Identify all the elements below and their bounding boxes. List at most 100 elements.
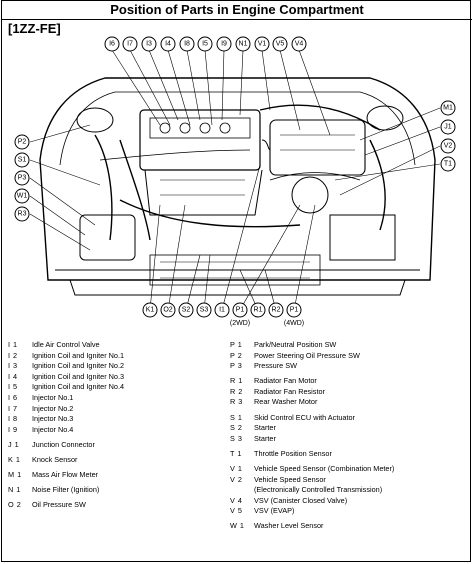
callout-i6: I6 <box>104 36 120 52</box>
svg-text:P1: P1 <box>290 307 299 314</box>
legend-code: P 3 <box>230 361 243 371</box>
engine-compartment-diagram: I6 I7 I3 I4 I8 I5 I9 N1 V1 V5 V4 P2 S1 P… <box>14 36 456 327</box>
callout-m1: M1 <box>440 100 456 116</box>
callouts-top: I6 I7 I3 I4 I8 I5 I9 N1 V1 V5 V4 <box>104 36 307 52</box>
legend-label: VSV (EVAP) <box>254 506 295 516</box>
legend-item: I 3 Ignition Coil and Igniter No.2 <box>8 361 220 372</box>
legend-item: I 1 Idle Air Control Valve <box>8 340 220 351</box>
legend-label: VSV (Canister Closed Valve) <box>254 495 348 505</box>
callout-s1: S1 <box>14 152 30 168</box>
svg-text:I1: I1 <box>219 307 225 314</box>
legend-label: Ignition Coil and Igniter No.3 <box>32 371 125 381</box>
svg-text:I8: I8 <box>184 41 190 48</box>
callout-v5: V5 <box>272 36 288 52</box>
callout-s3: S3 <box>196 302 212 318</box>
legend-code: J 1 <box>8 439 20 449</box>
legend-label: Idle Air Control Valve <box>32 340 100 349</box>
svg-text:O2: O2 <box>163 307 172 314</box>
svg-text:J1: J1 <box>444 124 452 131</box>
callout-v4: V4 <box>291 36 307 52</box>
callouts-left: P2 S1 P3 W1 R3 <box>14 134 30 222</box>
legend-label: Starter <box>254 423 276 433</box>
callout-r3: R3 <box>14 206 30 222</box>
legend-code: R 2 <box>230 386 243 396</box>
legend-code: I 1 <box>8 340 18 349</box>
svg-text:S2: S2 <box>182 307 191 314</box>
legend-code: I 6 <box>8 392 18 402</box>
legend-code: V 4 <box>230 495 243 505</box>
svg-text:I7: I7 <box>127 41 133 48</box>
legend-code: K 1 <box>8 454 21 464</box>
callout-w1: W1 <box>14 188 30 204</box>
legend-label: Noise Filter (Ignition) <box>32 485 100 495</box>
callout-t1: T1 <box>440 156 456 172</box>
svg-text:I6: I6 <box>109 41 115 48</box>
svg-text:P3: P3 <box>18 175 27 182</box>
svg-text:P1: P1 <box>236 307 245 314</box>
svg-text:I5: I5 <box>202 41 208 48</box>
legend-label: Skid Control ECU with Actuator <box>254 412 355 422</box>
svg-text:W1: W1 <box>17 193 28 200</box>
legend-item: V 4 VSV (Canister Closed Valve) <box>230 496 470 507</box>
callout-j1: J1 <box>440 119 456 135</box>
legend-code: S 2 <box>230 423 243 433</box>
legend-code: W 1 <box>230 521 245 531</box>
svg-text:I4: I4 <box>165 41 171 48</box>
legend-code: R 1 <box>230 376 243 386</box>
svg-text:V1: V1 <box>258 41 267 48</box>
legend-label: Junction Connector <box>32 439 95 449</box>
callout-r1: R1 <box>250 302 266 318</box>
legend-code: T 1 <box>230 448 242 458</box>
callout-v2: V2 <box>440 138 456 154</box>
legend-label: Power Steering Oil Pressure SW <box>254 350 360 360</box>
legend-label: Ignition Coil and Igniter No.2 <box>32 361 125 371</box>
svg-text:R1: R1 <box>254 307 263 314</box>
callout-v1: V1 <box>254 36 270 52</box>
legend-code: O 2 <box>8 500 22 510</box>
legend-label: Pressure SW <box>254 361 297 371</box>
legend-item: O 2 Oil Pressure SW <box>8 500 220 511</box>
legend-label: Vehicle Speed Sensor (Combination Meter) <box>254 463 395 473</box>
legend-label: Oil Pressure SW <box>32 500 86 510</box>
svg-text:N1: N1 <box>239 41 248 48</box>
legend-item: J 1 Junction Connector <box>8 440 220 451</box>
svg-text:R2: R2 <box>272 307 281 314</box>
callouts-right: M1 J1 V2 T1 <box>440 100 456 172</box>
legend-code: N 1 <box>8 485 21 495</box>
page-title: Position of Parts in Engine Compartment <box>110 2 364 17</box>
legend-label: (Electronically Controlled Transmission) <box>254 485 383 495</box>
svg-text:V2: V2 <box>444 143 453 150</box>
legend-code: S 1 <box>230 412 243 422</box>
legend-code: S 3 <box>230 433 243 443</box>
title-divider <box>2 19 472 20</box>
legend-item: N 1 Noise Filter (Ignition) <box>8 485 220 496</box>
callout-p1-4wd: P1 <box>286 302 302 318</box>
legend-code: I 5 <box>8 382 18 392</box>
callout-p1-2wd: P1 <box>232 302 248 318</box>
legend-code: I 4 <box>8 371 18 381</box>
legend-code: I 3 <box>8 361 18 371</box>
callout-i7: I7 <box>122 36 138 52</box>
legend-label: Radiator Fan Motor <box>254 376 317 386</box>
svg-text:P2: P2 <box>18 139 27 146</box>
legend-code: V 5 <box>230 506 243 516</box>
legend-code: I 7 <box>8 403 18 413</box>
legend-item: (Electronically Controlled Transmission) <box>230 485 470 496</box>
note-4wd: (4WD) <box>284 320 304 327</box>
legend-label: Rear Washer Motor <box>254 397 318 407</box>
svg-text:M1: M1 <box>443 105 453 112</box>
